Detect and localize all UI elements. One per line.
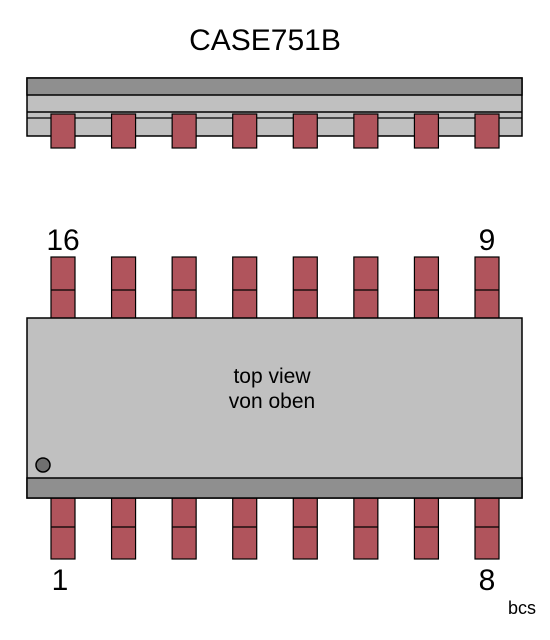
top-lead-11 bbox=[353, 256, 379, 320]
top-lead-10 bbox=[413, 256, 440, 320]
side-view-lead bbox=[171, 113, 197, 149]
side-view-lead bbox=[413, 113, 440, 149]
side-view-lead bbox=[50, 113, 76, 149]
side-view-lead bbox=[110, 113, 137, 149]
top-lead-6 bbox=[353, 496, 379, 560]
top-lead-9 bbox=[474, 256, 500, 320]
side-view-leads bbox=[50, 113, 500, 149]
side-view-lead bbox=[353, 113, 379, 149]
top-lead-1 bbox=[50, 496, 76, 560]
side-view bbox=[26, 77, 523, 149]
top-lead-15 bbox=[110, 256, 137, 320]
pin-label-8: 8 bbox=[479, 564, 496, 597]
top-lead-16 bbox=[50, 256, 76, 320]
side-view-lead bbox=[232, 113, 258, 149]
side-view-lead bbox=[292, 113, 318, 149]
top-lead-3 bbox=[171, 496, 197, 560]
top-lead-13 bbox=[232, 256, 258, 320]
top-view-leads-lower bbox=[50, 496, 500, 560]
pin-label-9: 9 bbox=[479, 224, 496, 257]
german-label: von oben bbox=[229, 390, 315, 413]
top-lead-8 bbox=[474, 496, 500, 560]
top-lead-4 bbox=[232, 496, 258, 560]
pin-label-1: 1 bbox=[52, 564, 69, 597]
top-lead-7 bbox=[413, 496, 440, 560]
top-lead-12 bbox=[292, 256, 318, 320]
pin1-marker-dot bbox=[35, 457, 51, 473]
top-view-label: top view bbox=[233, 365, 311, 388]
title: CASE751B bbox=[189, 24, 341, 57]
top-view-body bbox=[26, 317, 523, 499]
credit-label: bcs bbox=[508, 598, 536, 618]
pin-label-16: 16 bbox=[46, 224, 79, 257]
top-view-bottom-edge bbox=[26, 477, 523, 499]
top-view: top view von oben bbox=[26, 256, 523, 560]
top-lead-2 bbox=[110, 496, 137, 560]
top-lead-14 bbox=[171, 256, 197, 320]
side-view-lead bbox=[474, 113, 500, 149]
side-view-top-edge bbox=[26, 77, 523, 96]
top-lead-5 bbox=[292, 496, 318, 560]
top-view-leads-upper bbox=[50, 256, 500, 320]
